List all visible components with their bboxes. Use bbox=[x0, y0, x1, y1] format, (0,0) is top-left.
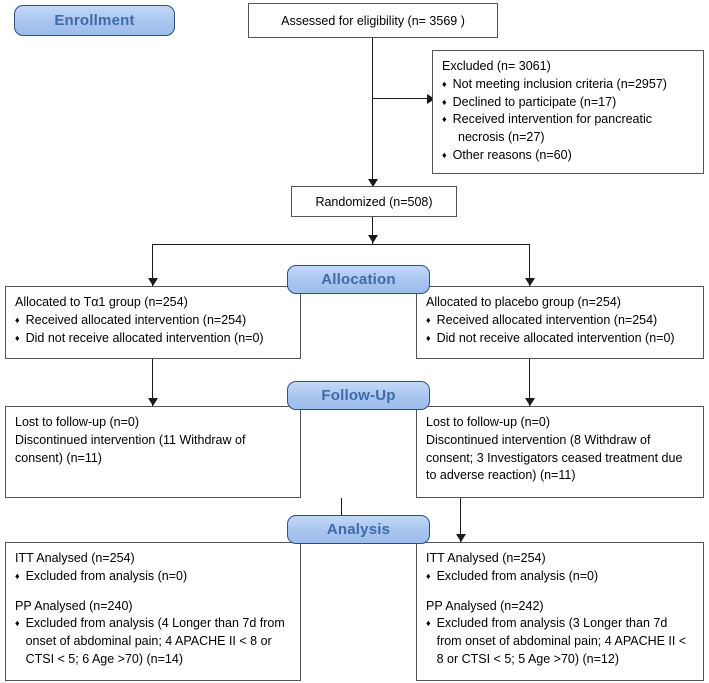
excluded-item-continuation: necrosis (n=27) bbox=[442, 129, 694, 147]
connector-alloc-left-to-follow bbox=[152, 359, 154, 406]
alloc-left-item: ♦ Received allocated intervention (n=254… bbox=[15, 312, 291, 330]
alloc-right-item-text: Did not receive allocated intervention (… bbox=[436, 330, 675, 345]
node-excluded: Excluded (n= 3061) ♦ Not meeting inclusi… bbox=[432, 50, 704, 174]
bullet-icon: ♦ bbox=[426, 570, 431, 581]
alloc-right-item: ♦ Received allocated intervention (n=254… bbox=[426, 312, 694, 330]
arrowhead-to-excluded bbox=[427, 94, 435, 104]
follow-left-line2: Discontinued intervention (11 Withdraw o… bbox=[15, 432, 246, 465]
alloc-left-item: ♦ Did not receive allocated intervention… bbox=[15, 330, 291, 348]
alloc-right-heading: Allocated to placebo group (n=254) bbox=[426, 295, 621, 309]
analysis-left-itt-heading: ITT Analysed (n=254) bbox=[15, 551, 135, 565]
excluded-item-text: Declined to participate (n=17) bbox=[452, 94, 617, 109]
bullet-icon: ♦ bbox=[15, 570, 20, 581]
connector-to-excluded bbox=[372, 98, 429, 100]
excluded-item: ♦ Received intervention for pancreatic bbox=[442, 111, 694, 129]
node-assessed-for-eligibility: Assessed for eligibility (n= 3569 ) bbox=[248, 3, 498, 38]
bullet-icon: ♦ bbox=[15, 618, 20, 629]
connector-split-left-down bbox=[152, 244, 154, 286]
bullet-icon: ♦ bbox=[426, 618, 431, 629]
excluded-item: ♦ Not meeting inclusion criteria (n=2957… bbox=[442, 76, 694, 94]
analysis-right-itt-heading: ITT Analysed (n=254) bbox=[426, 551, 546, 565]
arrowhead-into-alloc-right bbox=[525, 278, 535, 286]
stage-pill-allocation: Allocation bbox=[287, 265, 430, 294]
node-analysis-treatment: ITT Analysed (n=254) ♦ Excluded from ana… bbox=[5, 542, 301, 681]
stage-pill-analysis: Analysis bbox=[287, 515, 430, 544]
arrowhead-into-follow-right bbox=[525, 398, 535, 406]
alloc-left-item-text: Did not receive allocated intervention (… bbox=[25, 330, 264, 345]
connector-follow-right-to-analysis bbox=[460, 498, 462, 542]
node-allocated-treatment: Allocated to Tα1 group (n=254) ♦ Receive… bbox=[5, 286, 301, 359]
arrowhead-into-alloc-left bbox=[148, 278, 158, 286]
stage-label-enrollment: Enrollment bbox=[54, 12, 135, 29]
stage-label-analysis: Analysis bbox=[326, 521, 391, 538]
excluded-heading: Excluded (n= 3061) bbox=[442, 59, 551, 73]
analysis-right-pp-item: ♦ Excluded from analysis (3 Longer than … bbox=[426, 615, 694, 668]
node-analysis-placebo: ITT Analysed (n=254) ♦ Excluded from ana… bbox=[416, 542, 704, 681]
alloc-right-item-text: Received allocated intervention (n=254) bbox=[436, 312, 658, 327]
bullet-icon: ♦ bbox=[442, 78, 447, 89]
connector-assessed-down bbox=[372, 37, 374, 186]
randomized-text: Randomized (n=508) bbox=[315, 195, 433, 209]
bullet-icon: ♦ bbox=[426, 332, 431, 343]
alloc-left-heading: Allocated to Tα1 group (n=254) bbox=[15, 295, 188, 309]
node-followup-treatment: Lost to follow-up (n=0) Discontinued int… bbox=[5, 406, 301, 498]
arrowhead-randomized-split bbox=[368, 235, 378, 243]
arrowhead-into-follow-left bbox=[148, 398, 158, 406]
excluded-item-continuation-text: necrosis (n=27) bbox=[458, 130, 545, 144]
node-randomized: Randomized (n=508) bbox=[291, 186, 457, 217]
connector-split-bar bbox=[152, 244, 530, 246]
analysis-left-itt-item-text: Excluded from analysis (n=0) bbox=[25, 568, 188, 583]
analysis-right-pp-heading: PP Analysed (n=242) bbox=[426, 598, 544, 613]
arrowhead-into-analysis-right bbox=[456, 534, 466, 542]
analysis-left-pp-heading: PP Analysed (n=240) bbox=[15, 598, 133, 613]
connector-alloc-right-to-follow bbox=[529, 359, 531, 406]
arrowhead-into-randomized bbox=[368, 179, 378, 187]
excluded-item: ♦ Declined to participate (n=17) bbox=[442, 94, 694, 112]
bullet-icon: ♦ bbox=[442, 149, 447, 160]
analysis-right-itt-item-text: Excluded from analysis (n=0) bbox=[436, 568, 599, 583]
excluded-item-text: Not meeting inclusion criteria (n=2957) bbox=[452, 76, 667, 91]
analysis-left-pp-item-text: Excluded from analysis (4 Longer than 7d… bbox=[25, 616, 285, 666]
connector-split-right-down bbox=[529, 244, 531, 286]
alloc-right-item: ♦ Did not receive allocated intervention… bbox=[426, 330, 694, 348]
follow-right-line2: Discontinued intervention (8 Withdraw of… bbox=[426, 432, 683, 483]
bullet-icon: ♦ bbox=[442, 96, 447, 107]
stage-label-allocation: Allocation bbox=[321, 271, 396, 288]
stage-pill-followup: Follow-Up bbox=[287, 381, 430, 410]
spacer bbox=[15, 586, 291, 598]
assessed-text: Assessed for eligibility (n= 3569 ) bbox=[281, 14, 465, 28]
excluded-item-text: Other reasons (n=60) bbox=[452, 147, 572, 162]
connector-randomized-down bbox=[372, 216, 374, 244]
bullet-icon: ♦ bbox=[442, 114, 447, 125]
bullet-icon: ♦ bbox=[15, 314, 20, 325]
follow-left-line1: Lost to follow-up (n=0) bbox=[15, 415, 140, 429]
follow-right-line1: Lost to follow-up (n=0) bbox=[426, 415, 551, 429]
analysis-right-pp-item-text: Excluded from analysis (3 Longer than 7d… bbox=[436, 616, 687, 666]
bullet-icon: ♦ bbox=[426, 314, 431, 325]
stage-pill-enrollment: Enrollment bbox=[14, 5, 175, 36]
analysis-left-itt-item: ♦ Excluded from analysis (n=0) bbox=[15, 568, 291, 586]
bullet-icon: ♦ bbox=[15, 332, 20, 343]
node-allocated-placebo: Allocated to placebo group (n=254) ♦ Rec… bbox=[416, 286, 704, 359]
excluded-item-text: Received intervention for pancreatic bbox=[452, 112, 653, 127]
alloc-left-item-text: Received allocated intervention (n=254) bbox=[25, 312, 247, 327]
spacer bbox=[426, 586, 694, 598]
stage-label-followup: Follow-Up bbox=[321, 387, 396, 404]
node-followup-placebo: Lost to follow-up (n=0) Discontinued int… bbox=[416, 406, 704, 498]
excluded-item: ♦ Other reasons (n=60) bbox=[442, 147, 694, 165]
analysis-left-pp-item: ♦ Excluded from analysis (4 Longer than … bbox=[15, 615, 291, 668]
analysis-right-itt-item: ♦ Excluded from analysis (n=0) bbox=[426, 568, 694, 586]
